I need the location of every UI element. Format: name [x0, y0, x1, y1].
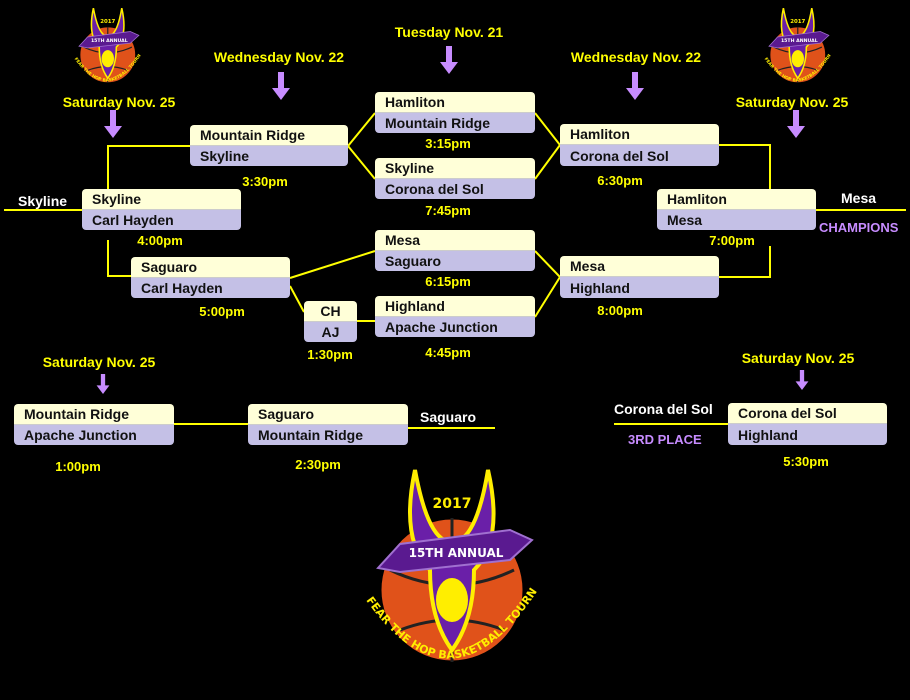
match-time: 4:00pm — [137, 233, 183, 248]
team-top: Corona del Sol — [728, 403, 887, 424]
match-time: 8:00pm — [597, 303, 643, 318]
team-top: Skyline — [375, 158, 535, 179]
date-label-saturday-third: Saturday Nov. 25 — [741, 350, 855, 366]
team-top: Mesa — [560, 256, 719, 277]
date-label-saturday-right: Saturday Nov. 25 — [735, 94, 849, 110]
match-time: 6:30pm — [597, 173, 643, 188]
team-top: Mountain Ridge — [190, 125, 348, 146]
team-bottom: Mountain Ridge — [248, 424, 408, 445]
team-bottom: Apache Junction — [375, 316, 535, 337]
date-label-tuesday: Tuesday Nov. 21 — [394, 24, 504, 40]
match-time: 6:15pm — [425, 274, 471, 289]
match-time: 2:30pm — [295, 457, 341, 472]
date-label-saturday-left: Saturday Nov. 25 — [62, 94, 176, 110]
logo-year: 2017 — [433, 496, 472, 512]
team-bottom: Corona del Sol — [375, 178, 535, 199]
tournament-logo-large: 2017 15TH ANNUAL FEAR THE HOP BASKETBALL… — [360, 460, 540, 664]
left-bracket-winner: Skyline — [18, 193, 68, 209]
match-time: 1:00pm — [55, 459, 101, 474]
team-top: Mountain Ridge — [14, 404, 174, 425]
down-arrow-icon — [626, 72, 644, 100]
team-top: Hamliton — [657, 189, 816, 210]
third-place-team: Corona del Sol — [614, 401, 713, 417]
team-bottom: Carl Hayden — [82, 209, 241, 230]
team-bottom: Mesa — [657, 209, 816, 230]
match-time: 7:45pm — [425, 203, 471, 218]
team-bottom: Skyline — [190, 145, 348, 166]
team-top: Hamliton — [375, 92, 535, 113]
consolation-winner: Saguaro — [420, 409, 477, 425]
down-arrow-icon — [96, 374, 110, 394]
down-arrow-icon — [104, 110, 122, 138]
logo-banner: 15TH ANNUAL — [409, 546, 504, 560]
champions-label: CHAMPIONS — [819, 220, 899, 235]
down-arrow-icon — [272, 72, 290, 100]
team-bottom: Highland — [728, 424, 887, 445]
match-time: 5:00pm — [199, 304, 245, 319]
team-top: Mesa — [375, 230, 535, 251]
down-arrow-icon — [787, 110, 805, 138]
team-top: Highland — [375, 296, 535, 317]
tournament-logo-small-right — [762, 4, 832, 85]
match-time: 5:30pm — [783, 454, 829, 469]
team-bottom: Corona del Sol — [560, 145, 719, 166]
match-time: 7:00pm — [709, 233, 755, 248]
team-bottom: Highland — [560, 277, 719, 298]
match-time: 1:30pm — [307, 347, 353, 362]
team-bottom: Apache Junction — [14, 424, 174, 445]
team-bottom: AJ — [304, 321, 357, 342]
team-bottom: Mountain Ridge — [375, 112, 535, 133]
tournament-logo-small-left — [72, 4, 142, 85]
team-top: Saguaro — [248, 404, 408, 425]
down-arrow-icon — [440, 46, 458, 74]
match-time: 3:15pm — [425, 136, 471, 151]
date-label-saturday-consolation: Saturday Nov. 25 — [42, 354, 156, 370]
team-bottom: Carl Hayden — [131, 277, 290, 298]
team-top: Hamliton — [560, 124, 719, 145]
team-top: Skyline — [82, 189, 241, 210]
champion-team: Mesa — [841, 190, 877, 206]
down-arrow-icon — [795, 370, 809, 390]
team-top: Saguaro — [131, 257, 290, 278]
date-label-wednesday-left: Wednesday Nov. 22 — [213, 49, 345, 65]
team-bottom: Saguaro — [375, 250, 535, 271]
match-time: 3:30pm — [242, 174, 288, 189]
team-top: CH — [304, 301, 357, 322]
third-place-label: 3RD PLACE — [628, 432, 702, 447]
match-time: 4:45pm — [425, 345, 471, 360]
date-label-wednesday-right: Wednesday Nov. 22 — [570, 49, 702, 65]
